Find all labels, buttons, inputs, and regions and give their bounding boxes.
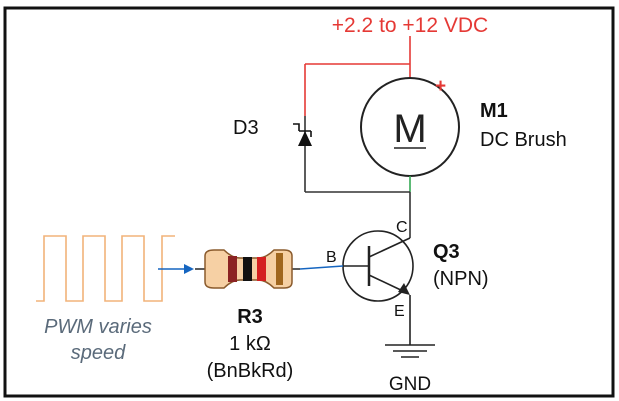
base-label: B bbox=[326, 249, 337, 266]
collector-label: C bbox=[396, 219, 408, 236]
power-supply-label: +2.2 to +12 VDC bbox=[332, 14, 488, 37]
transistor-q3-symbol bbox=[342, 230, 414, 302]
motor-description: DC Brush bbox=[480, 129, 567, 151]
resistor-designator: R3 bbox=[237, 306, 263, 328]
emitter-label: E bbox=[394, 303, 405, 320]
power-wires bbox=[304, 36, 411, 116]
signal-arrowhead bbox=[184, 264, 194, 274]
collector-wires bbox=[305, 176, 411, 238]
base-wire bbox=[299, 265, 344, 270]
pwm-label-line2: speed bbox=[71, 342, 126, 364]
resistor-value: 1 kΩ bbox=[229, 333, 271, 355]
motor-symbol-letter: M bbox=[393, 107, 426, 151]
resistor-band-3 bbox=[257, 257, 266, 281]
resistor-r3-symbol bbox=[195, 249, 300, 289]
motor-designator: M1 bbox=[480, 100, 508, 122]
transistor-type: (NPN) bbox=[433, 268, 489, 290]
pwm-label-line1: PWM varies bbox=[44, 316, 152, 338]
motor-polarity-plus: + bbox=[435, 76, 446, 97]
resistor-band-tolerance bbox=[276, 253, 283, 285]
transistor-designator: Q3 bbox=[433, 241, 460, 263]
diode-designator: D3 bbox=[233, 117, 259, 139]
diode-d3-symbol bbox=[293, 116, 312, 192]
ground-symbol bbox=[385, 344, 435, 358]
resistor-band-1 bbox=[228, 256, 237, 282]
diagram-frame bbox=[3, 6, 615, 398]
resistor-color-code: (BnBkRd) bbox=[207, 360, 294, 382]
emitter-arrow bbox=[398, 283, 410, 295]
pwm-waveform bbox=[36, 235, 175, 302]
resistor-band-2 bbox=[243, 257, 252, 281]
ground-label: GND bbox=[389, 374, 431, 395]
